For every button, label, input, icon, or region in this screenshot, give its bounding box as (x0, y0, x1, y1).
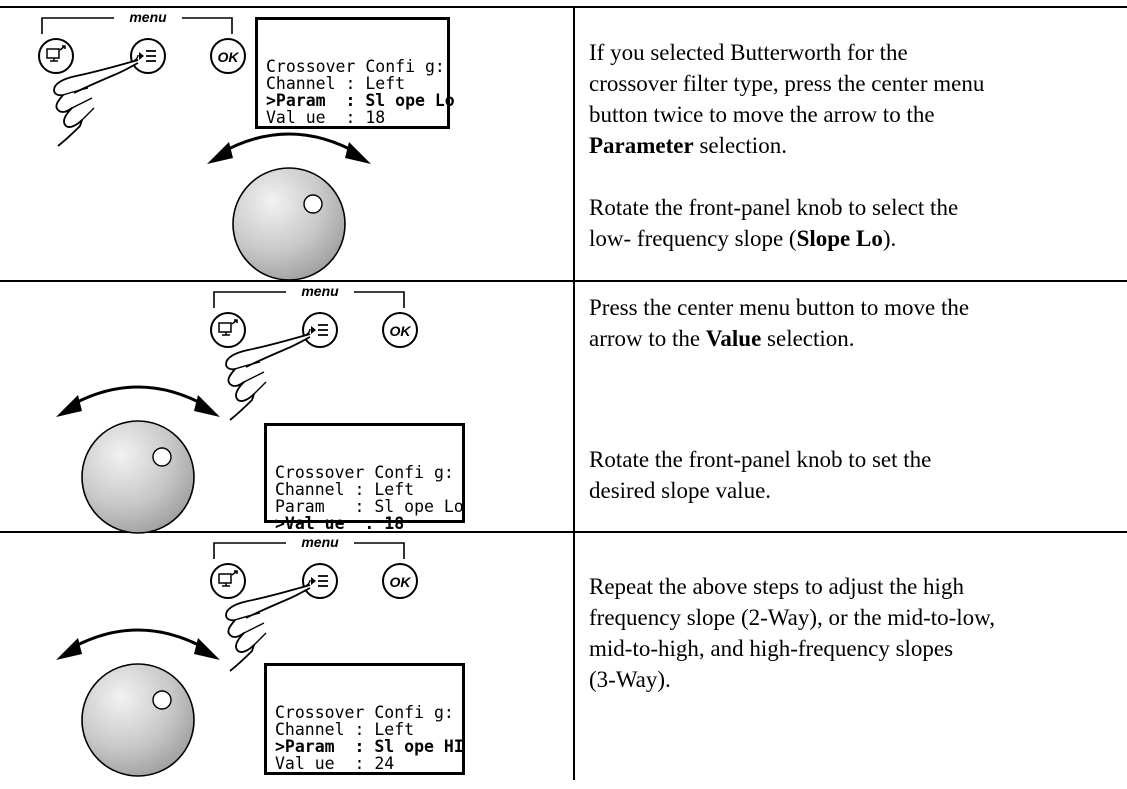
instruction-text: Rotate the front-panel knob to set the (589, 447, 932, 472)
lcd-line-param: >Param : Sl ope Lo (266, 91, 455, 110)
row-divider-2 (0, 531, 1127, 533)
front-panel-knob-row3 (50, 608, 226, 778)
ok-button-label: OK (218, 49, 240, 65)
button-panel-graphic: menu OK (210, 534, 418, 672)
instruction-text: frequency slope (2-Way), or the mid-to-l… (589, 605, 996, 630)
knob-rotate-icon (205, 132, 373, 282)
control-buttons-row1: menu OK (14, 8, 250, 148)
instruction-bold: Parameter (589, 133, 694, 158)
instruction-row1: If you selected Butterworth for the cros… (589, 37, 1109, 254)
knob-rotate-icon (54, 385, 222, 535)
lcd-line-param: >Param : Sl ope HI (275, 737, 464, 756)
instruction-text: arrow to the (589, 326, 706, 351)
instruction-text: (3-Way). (589, 667, 671, 692)
instruction-text: desired slope value. (589, 478, 772, 503)
instruction-text: Press the center menu button to move the (589, 295, 970, 320)
instruction-text: If you selected Butterworth for the (589, 40, 908, 65)
instruction-text: ). (882, 226, 897, 251)
lcd-line-channel: Channel : Left (275, 480, 415, 499)
lcd-line-param: Param : Sl ope Lo (275, 497, 464, 516)
ok-button-label: OK (390, 574, 412, 590)
instruction-text: selection. (761, 326, 855, 351)
menu-label: menu (301, 283, 339, 299)
lcd-line-title: Crossover Confi g: (275, 703, 454, 722)
lcd-line-channel: Channel : Left (266, 74, 406, 93)
lcd-line-value: >Val ue : 18 (275, 514, 405, 533)
instruction-bold: Slope Lo (796, 226, 883, 251)
lcd-line-value: Val ue : 18 (266, 108, 386, 127)
lcd-line-value: Val ue : 24 (275, 754, 395, 773)
control-buttons-row3: menu OK (186, 533, 422, 673)
lcd-line-title: Crossover Confi g: (275, 463, 454, 482)
instruction-text: low- frequency slope ( (589, 226, 797, 251)
front-panel-knob-row1 (201, 112, 377, 282)
lcd-line-channel: Channel : Left (275, 720, 415, 739)
instruction-text: crossover filter type, press the center … (589, 71, 985, 96)
lcd-display-row1: Crossover Confi g:Channel : Left>Param :… (255, 17, 455, 129)
instruction-row3: Repeat the above steps to adjust the hig… (589, 571, 1109, 695)
instruction-text: button twice to move the arrow to the (589, 102, 935, 127)
button-panel-graphic: menu OK (38, 9, 246, 147)
instruction-text: selection. (693, 133, 787, 158)
control-buttons-row2: menu OK (186, 282, 422, 422)
button-panel-graphic: menu OK (210, 283, 418, 421)
instruction-text: Rotate the front-panel knob to select th… (589, 195, 959, 220)
knob-rotate-icon (54, 628, 222, 778)
instruction-text: mid-to-high, and high-frequency slopes (589, 636, 954, 661)
lcd-display-row3: Crossover Confi g:Channel : Left>Param :… (264, 663, 465, 775)
ok-button-label: OK (390, 323, 412, 339)
instruction-bold: Value (705, 326, 762, 351)
menu-label: menu (301, 534, 339, 550)
row-divider-1 (0, 280, 1127, 282)
column-divider (573, 7, 575, 780)
menu-label: menu (129, 9, 167, 25)
front-panel-knob-row2 (50, 365, 226, 535)
instruction-text: Repeat the above steps to adjust the hig… (589, 574, 964, 599)
table-top-rule (0, 6, 1127, 8)
lcd-line-title: Crossover Confi g: (266, 57, 445, 76)
instruction-row2-b: Rotate the front-panel knob to set the d… (589, 444, 1109, 506)
instruction-row2-a: Press the center menu button to move the… (589, 292, 1109, 354)
